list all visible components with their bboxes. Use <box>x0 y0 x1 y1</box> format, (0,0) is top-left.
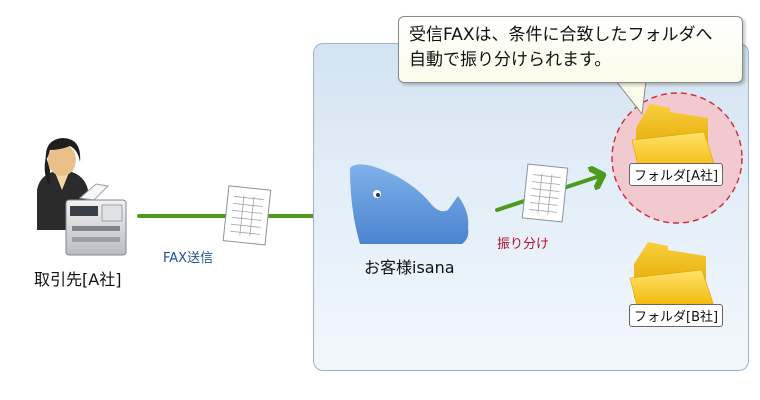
sorted-document-icon <box>521 163 569 223</box>
fax-document-icon <box>222 185 272 246</box>
whale-icon <box>350 164 469 244</box>
sender-label: 取引先[A社] <box>34 270 122 289</box>
callout-pointer <box>615 80 647 115</box>
callout-line-1: 受信FAXは、条件に合致したフォルダへ <box>409 25 713 45</box>
folder-b-icon <box>629 242 715 311</box>
fax-machine-icon <box>65 183 127 256</box>
sort-label: 振り分け <box>497 237 550 252</box>
fax-send-label: FAX送信 <box>163 251 214 266</box>
service-label: お客様isana <box>364 258 455 277</box>
callout-bubble: 受信FAXは、条件に合致したフォルダへ 自動で振り分けられます。 <box>398 16 743 83</box>
callout-line-2: 自動で振り分けられます。 <box>409 50 612 70</box>
folder-a-label: フォルダ[A社] <box>629 163 724 186</box>
sender-person-icon <box>37 138 88 230</box>
folder-b-label: フォルダ[B社] <box>629 304 724 327</box>
